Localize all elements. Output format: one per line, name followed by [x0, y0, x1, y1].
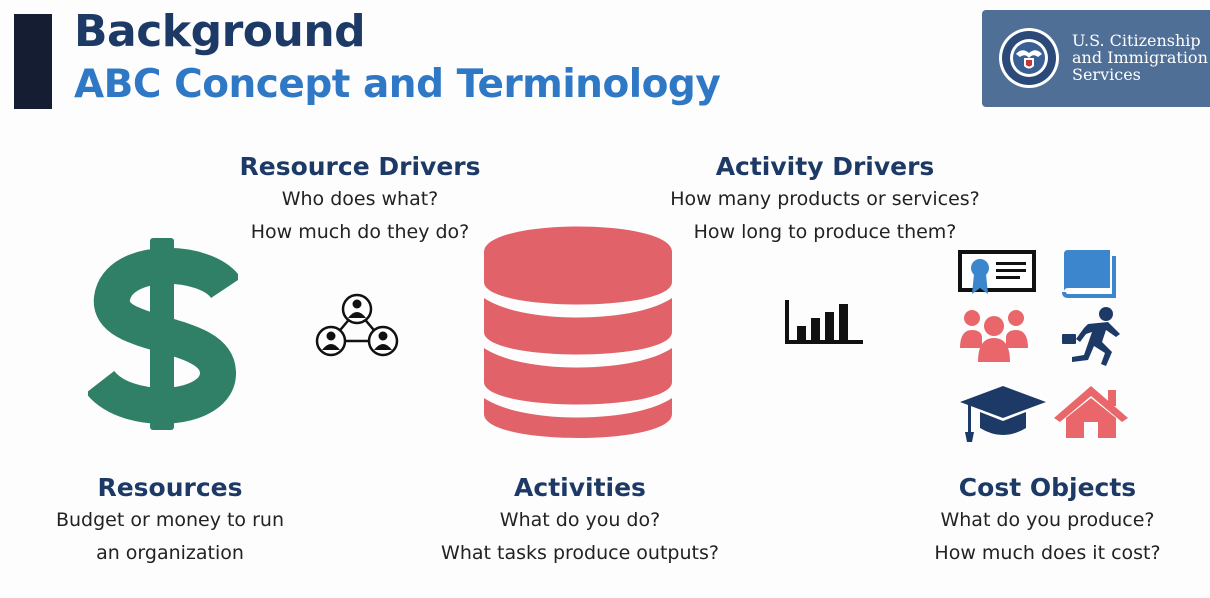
cost-objects-heading: Cost Objects	[958, 473, 1137, 502]
group-icon	[960, 310, 1028, 362]
accent-bar	[14, 14, 52, 109]
book-icon	[1062, 250, 1116, 298]
page-title: Background	[74, 6, 366, 57]
resources-block: Resources Budget or money to run an orga…	[40, 473, 300, 570]
dollar-sign-icon	[88, 238, 238, 430]
seal-icon	[999, 28, 1059, 88]
resource-drivers-line-2: How much do they do?	[250, 221, 470, 243]
bar-chart-icon	[785, 300, 863, 344]
activity-drivers-block: Activity Drivers How many products or se…	[660, 152, 990, 249]
resources-line-1: Budget or money to run	[55, 509, 284, 531]
activity-drivers-line-1: How many products or services?	[670, 188, 980, 210]
cost-objects-line-1: What do you produce?	[940, 509, 1155, 531]
resource-drivers-block: Resource Drivers Who does what? How much…	[225, 152, 495, 249]
activity-drivers-heading: Activity Drivers	[715, 152, 935, 181]
logo-line-2: and Immigration	[1072, 48, 1208, 67]
activities-line-1: What do you do?	[499, 509, 661, 531]
resource-drivers-heading: Resource Drivers	[239, 152, 481, 181]
house-icon	[1054, 386, 1128, 438]
activities-heading: Activities	[514, 473, 646, 502]
logo-line-1: U.S. Citizenship	[1072, 31, 1201, 50]
database-icon	[484, 226, 672, 438]
resource-drivers-line-1: Who does what?	[281, 188, 439, 210]
logo-line-3: Services	[1072, 65, 1141, 84]
people-network-icon	[315, 293, 399, 357]
activities-block: Activities What do you do? What tasks pr…	[420, 473, 740, 570]
resources-heading: Resources	[97, 473, 243, 502]
cost-objects-block: Cost Objects What do you produce? How mu…	[920, 473, 1175, 570]
activity-drivers-line-2: How long to produce them?	[693, 221, 957, 243]
agency-logo: U.S. Citizenship and Immigration Service…	[982, 10, 1210, 107]
runner-icon	[1062, 307, 1120, 366]
graduation-cap-icon	[960, 386, 1046, 442]
resources-line-2: an organization	[96, 542, 244, 564]
page-subtitle: ABC Concept and Terminology	[74, 62, 721, 107]
activities-line-2: What tasks produce outputs?	[441, 542, 719, 564]
certificate-icon	[958, 250, 1036, 294]
cost-objects-line-2: How much does it cost?	[934, 542, 1161, 564]
